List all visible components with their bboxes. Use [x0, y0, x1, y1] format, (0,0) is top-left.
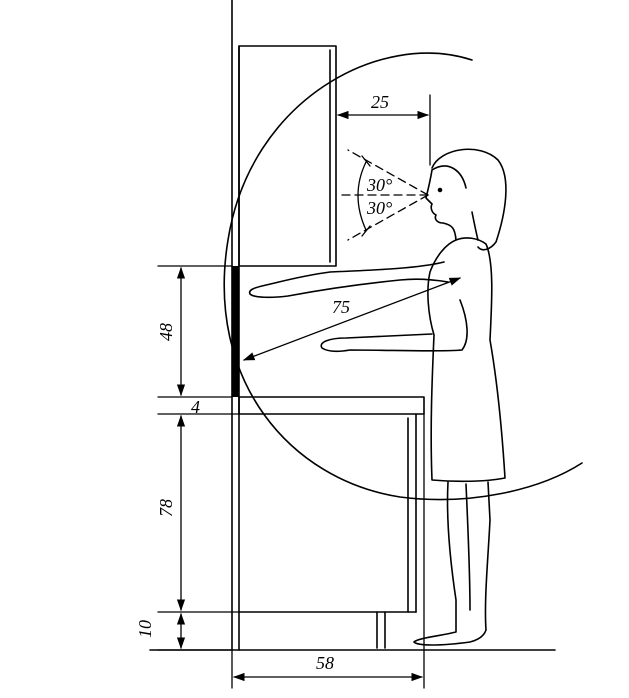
clearance-dimension — [336, 94, 431, 166]
upper-cabinet — [238, 45, 337, 267]
vertical-dimensions — [157, 265, 240, 651]
reach-dimension-line — [242, 277, 462, 361]
gaze-angle-down-label: 30° — [367, 198, 393, 218]
legs — [413, 481, 491, 646]
depth-dimension — [231, 413, 425, 689]
countertop-thickness-label: 4 — [191, 397, 200, 417]
lower-arm — [320, 299, 468, 353]
countertop — [238, 396, 425, 415]
arm-reach-label: 75 — [332, 297, 350, 317]
reach-arc — [223, 52, 583, 501]
face-profile — [425, 169, 457, 241]
dress — [427, 237, 506, 483]
gaze-angle-up-label: 30° — [367, 175, 393, 195]
hair — [431, 148, 507, 251]
upper-cabinet-clearance-label: 25 — [371, 92, 389, 112]
reaching-arm — [248, 261, 449, 299]
base-cabinet-height-label: 78 — [156, 499, 176, 517]
gaze-angle-arcs — [357, 155, 371, 237]
base-cabinet — [238, 413, 417, 649]
backsplash-height-label: 48 — [156, 323, 176, 341]
gaze-angle-lines — [341, 149, 429, 241]
plinth-height-label: 10 — [135, 620, 155, 638]
backsplash — [232, 266, 239, 397]
counter-depth-label: 58 — [316, 653, 334, 673]
woman-figure — [248, 148, 507, 646]
